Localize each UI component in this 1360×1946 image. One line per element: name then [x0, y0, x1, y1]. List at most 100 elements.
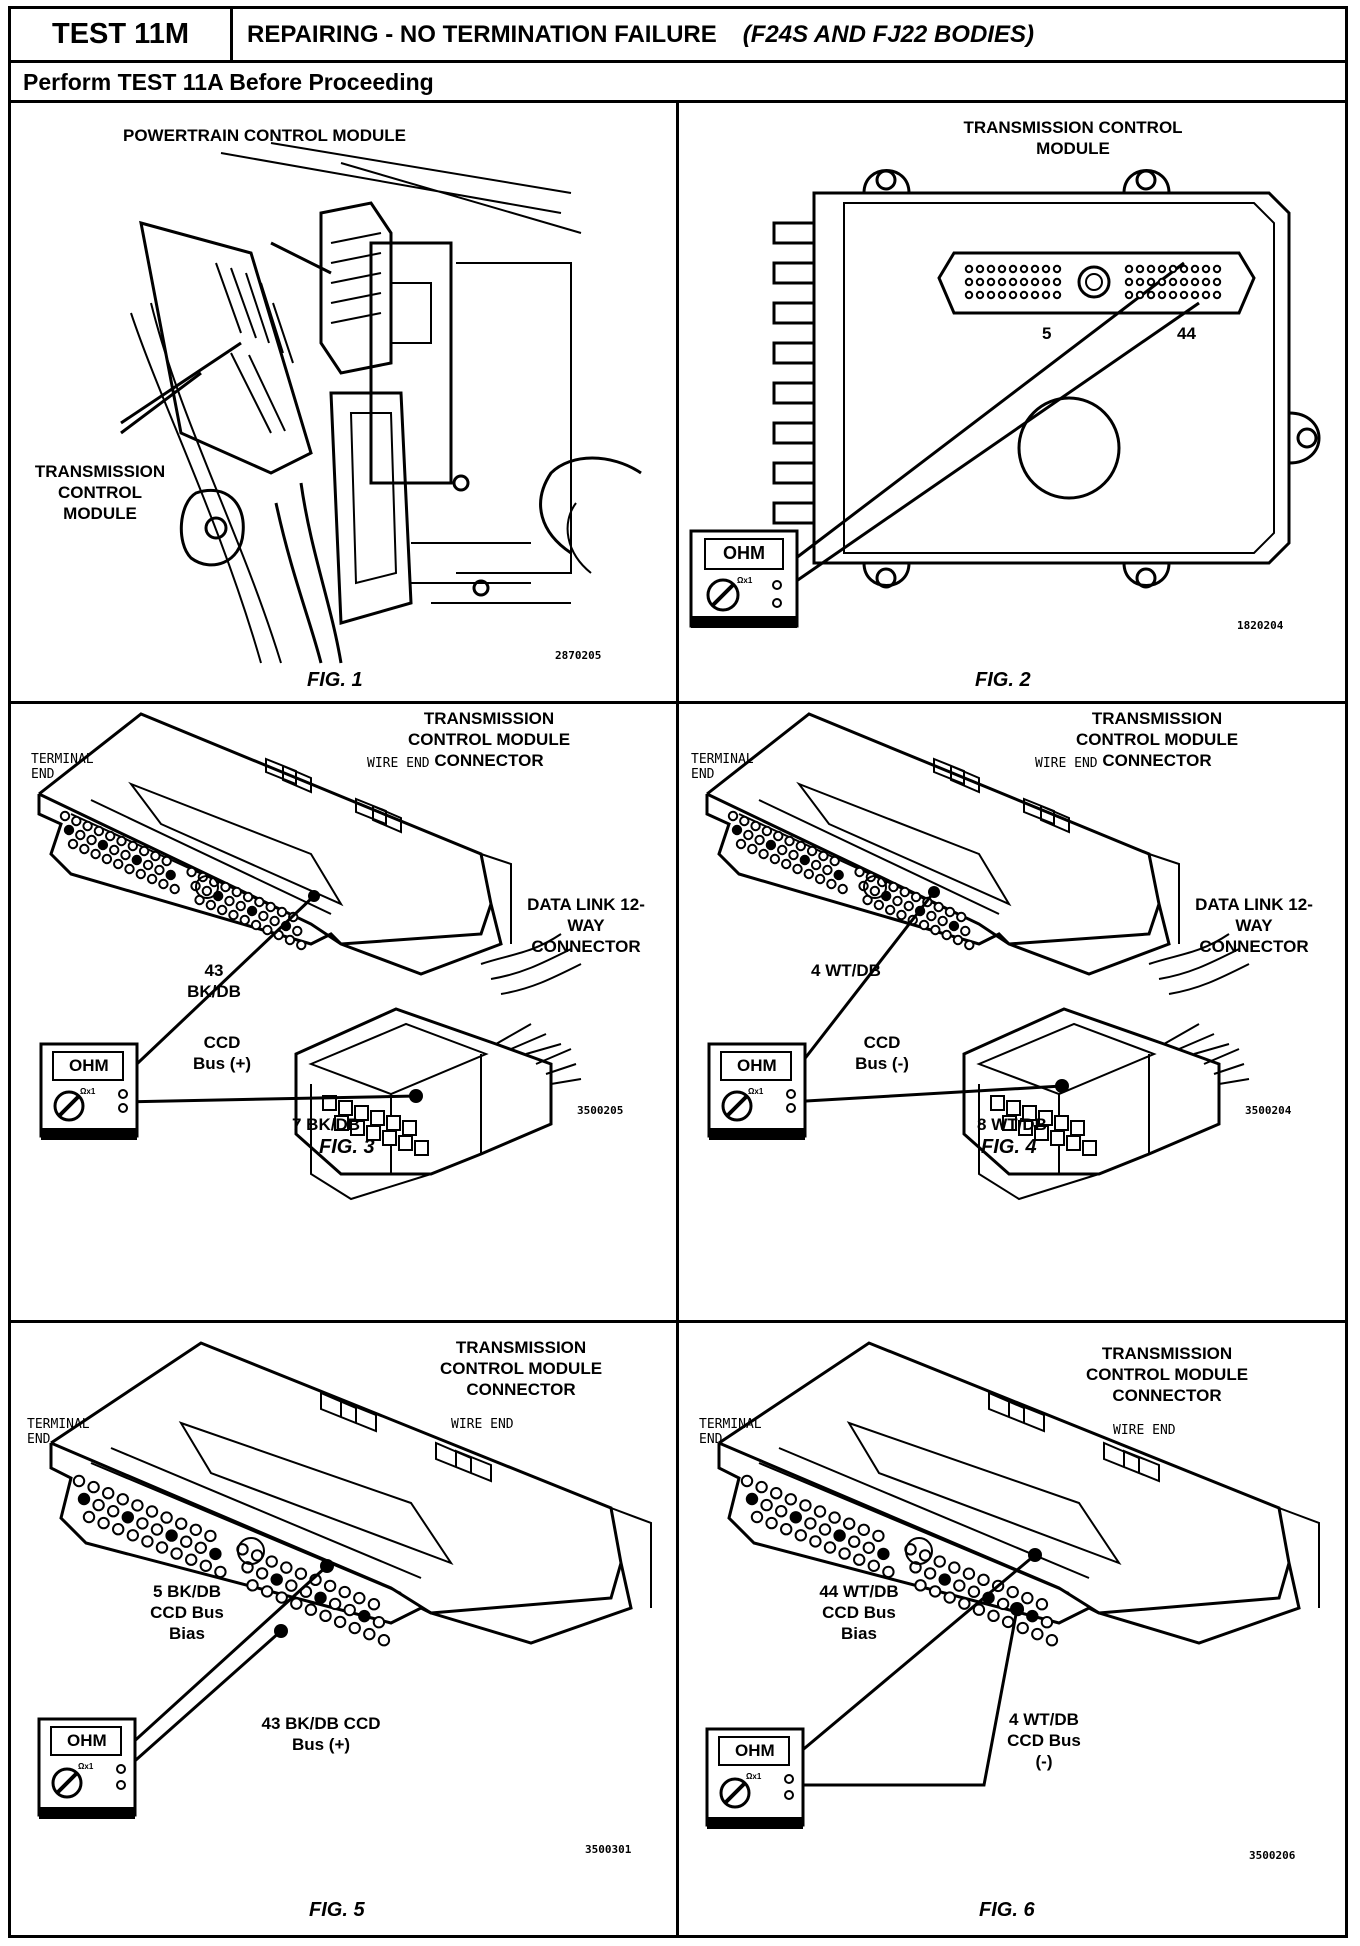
connector-pin [765, 1516, 778, 1530]
connector-pin [996, 1597, 1010, 1611]
connector-pin [333, 1615, 347, 1629]
connector-pin [209, 1547, 222, 1561]
connector-pin [964, 277, 974, 287]
meter-scale: Ωx1 [746, 1772, 762, 1781]
connector-pin [1040, 1616, 1054, 1629]
meter-scale: Ωx1 [80, 1087, 96, 1096]
connector-pin [275, 1591, 288, 1604]
connector-pin [1157, 277, 1167, 287]
connector-cavity [398, 1135, 413, 1151]
connector-cavity [1070, 1120, 1085, 1136]
connector-pin [92, 1498, 105, 1512]
connector-pin [107, 1505, 120, 1518]
connector-pin [292, 925, 303, 937]
connector-pin [77, 1492, 91, 1506]
connector-pin [1135, 277, 1145, 287]
connector-pin [1030, 290, 1040, 300]
figure-4-caption: FIG. 4 [981, 1136, 1037, 1158]
prerequisite-note: Perform TEST 11A Before Proceeding [11, 63, 1345, 103]
connector-pin [1019, 277, 1029, 287]
connector-pin [348, 1621, 361, 1635]
connector-pin [777, 844, 788, 856]
connector-pin [872, 1529, 885, 1543]
connector-pin [848, 1535, 861, 1548]
pin-43-ccd-plus-label: 43 BK/DB CCD Bus (+) [261, 1714, 381, 1754]
connector-pin [101, 853, 113, 865]
connector-pin [813, 1505, 827, 1518]
connector-pin [224, 895, 235, 907]
connector-cavity [1054, 1115, 1069, 1131]
meter-scale: Ωx1 [78, 1762, 94, 1771]
connector-pin [146, 873, 158, 885]
pin-8-label: 8 WT/DB [977, 1115, 1047, 1134]
connector-cavity [1002, 1115, 1017, 1131]
connector-pin [254, 896, 265, 908]
connector-pin [109, 844, 120, 856]
connector-pin [964, 290, 974, 300]
connector-pin [1168, 290, 1178, 300]
connector-pin [755, 1480, 768, 1494]
connector-pin [377, 1634, 391, 1647]
connector-pin [265, 1555, 278, 1568]
connector-pin [194, 1541, 208, 1555]
connector-pin [319, 1609, 332, 1623]
figure-5-caption: FIG. 5 [309, 1899, 365, 1921]
wire-end-label: WIRE END [367, 756, 430, 771]
connector-pin [750, 1510, 764, 1524]
connector-pin [246, 905, 258, 917]
connector-cavity [414, 1140, 429, 1156]
connector-pin [803, 868, 815, 880]
connector-pin [740, 1474, 754, 1488]
connector-pin [829, 855, 840, 867]
connector-pin [1157, 264, 1167, 274]
ohmmeter [689, 529, 799, 628]
connector-pin [170, 1547, 183, 1560]
connector-cavity [1006, 1100, 1021, 1116]
connector-pin [1001, 1615, 1015, 1629]
wire-end-label: WIRE END [1035, 756, 1098, 771]
connector-pin [242, 891, 254, 903]
connector-pin [818, 850, 829, 862]
connector-pin [75, 829, 86, 841]
connector-pin [124, 863, 135, 875]
connector-pin [761, 825, 773, 837]
diagnostic-page: TEST 11M REPAIRING - NO TERMINATION FAIL… [8, 6, 1348, 1938]
connector-pin [857, 1523, 871, 1537]
figure-3-panel: TRANSMISSION CONTROL MODULE CONNECTOR TE… [11, 704, 676, 1320]
figure-4-code: 3500204 [1245, 1104, 1292, 1117]
connector-pin [937, 915, 948, 927]
connector-pin [367, 1598, 381, 1611]
connector-pin [928, 1585, 942, 1598]
connector-pin [220, 881, 231, 893]
connector-pin [1019, 290, 1029, 300]
connector-pin [116, 1493, 130, 1506]
connector-pin [63, 824, 75, 836]
connector-pin [135, 868, 147, 880]
connector-cavity [338, 1100, 353, 1116]
tcm-connector-datalink-illustration [37, 712, 582, 1201]
connector-pin [810, 859, 822, 871]
connector-pin [97, 839, 109, 851]
connector-pin [186, 866, 197, 878]
connector-pin [255, 1567, 269, 1580]
connector-pin [270, 1573, 283, 1586]
connector-pin [853, 1553, 866, 1566]
connector-pin [59, 810, 71, 822]
connector-pin [877, 1547, 890, 1561]
tcm-connector-datalink-illustration [705, 712, 1250, 1201]
figure-grid: POWERTRAIN CONTROL MODULE TRANSMISSION C… [11, 103, 1345, 1935]
connector-cavity [1066, 1135, 1081, 1151]
connector-pin [1008, 277, 1018, 287]
connector-pin [1168, 264, 1178, 274]
connector-pin [145, 1505, 159, 1518]
connector-pin [948, 920, 960, 932]
connector-pin [158, 878, 169, 890]
connector-pin [113, 858, 124, 870]
connector-pin [958, 1597, 971, 1610]
connector-cavity [370, 1110, 385, 1126]
connector-pin [141, 1535, 154, 1548]
connector-pin [1135, 264, 1145, 274]
pin-4-ccd-minus-label: 4 WT/DB CCD Bus (-) [1007, 1710, 1081, 1771]
connector-pin [1190, 277, 1200, 287]
connector-pin [745, 1492, 759, 1506]
